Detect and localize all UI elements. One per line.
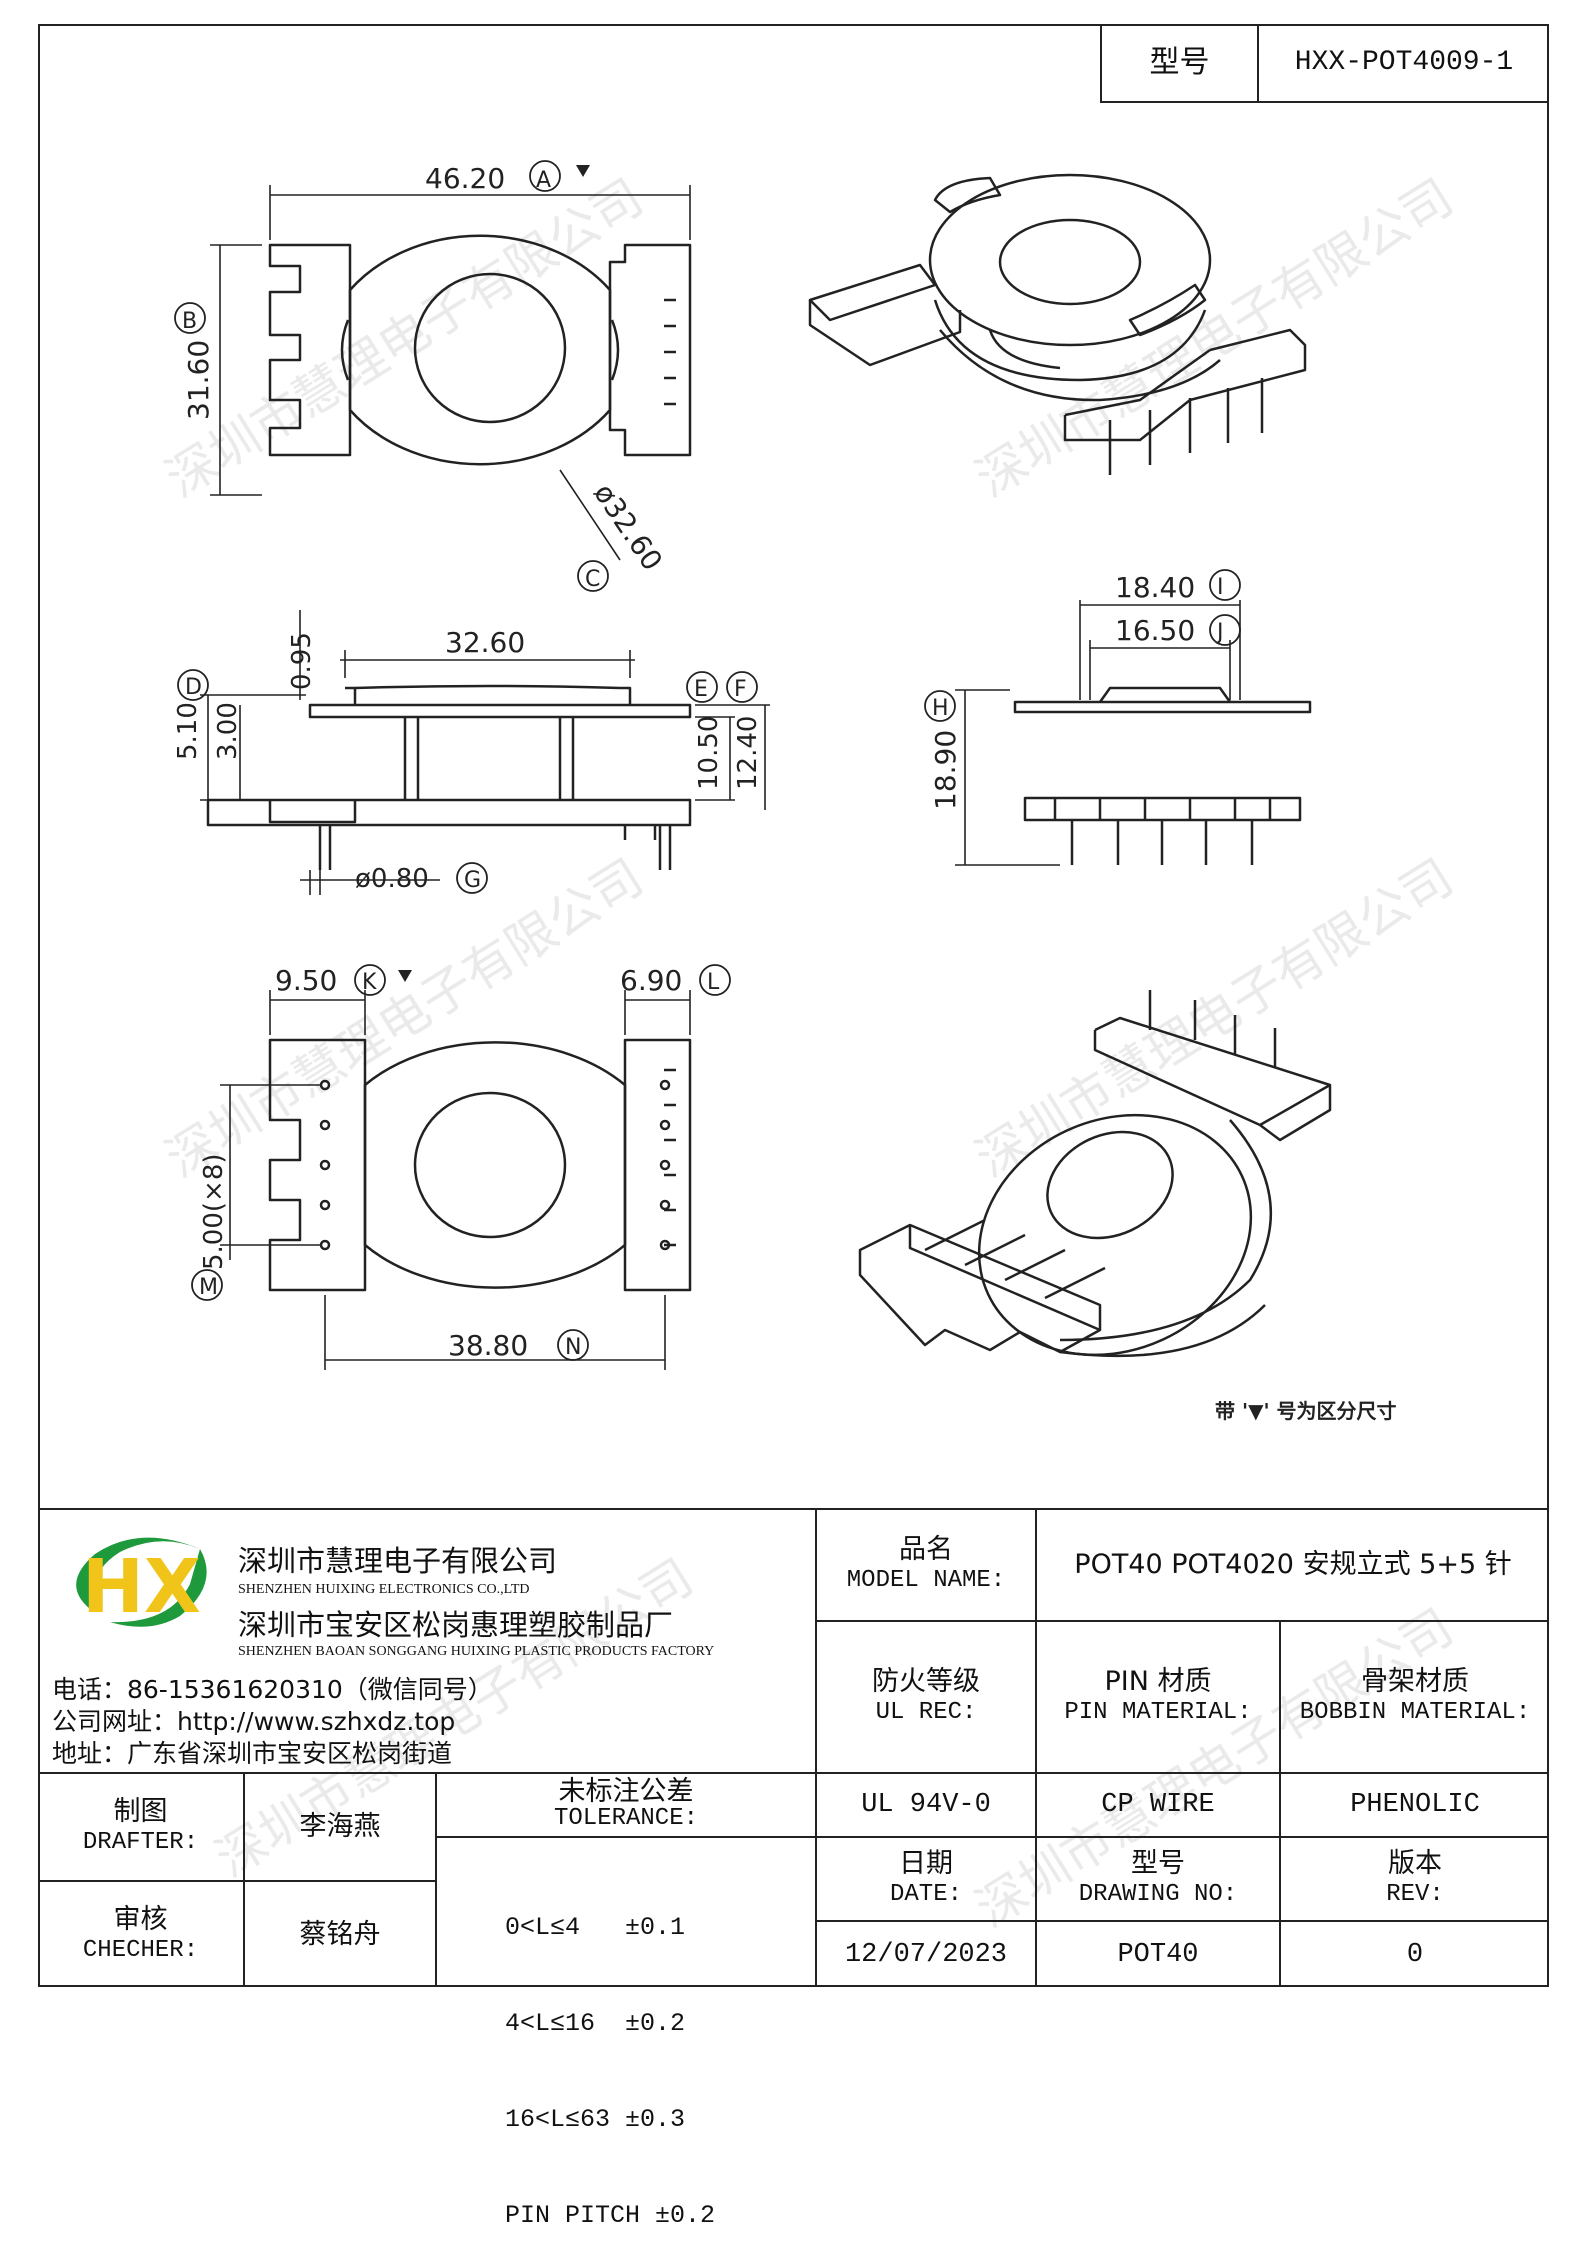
address: 地址：广东省深圳市宝安区松岗街道	[52, 1739, 453, 1768]
front-view: 18.40 16.50 I J 18.90 H	[924, 569, 1312, 866]
divider	[1035, 1508, 1037, 1987]
tolerance-line: PIN PITCH ±0.2	[505, 2201, 716, 2230]
divider	[815, 1920, 1549, 1922]
company-info: HX 深圳市慧理电子有限公司 SHENZHEN HUIXING ELECTRON…	[38, 1510, 815, 1774]
dim-f: 12.40	[733, 716, 763, 790]
bobbin-material-value: PHENOLIC	[1350, 1790, 1480, 1820]
rev-value: 0	[1406, 1939, 1424, 1970]
company-name-en: SHENZHEN HUIXING ELECTRONICS CO.,LTD	[238, 1582, 530, 1597]
divider	[38, 1772, 1549, 1774]
factory-name-cn: 深圳市宝安区松岗惠理塑胶制品厂	[238, 1608, 674, 1642]
company-name-cn: 深圳市慧理电子有限公司	[238, 1544, 558, 1578]
svg-text:C: C	[585, 567, 600, 592]
marker-triangle-icon	[398, 970, 412, 982]
svg-text:I: I	[1217, 575, 1224, 600]
tolerance-line: 0<L≤4 ±0.1	[505, 1913, 686, 1942]
website: 公司网址：http://www.szhxdz.top	[52, 1707, 456, 1736]
phone: 电话：86-15361620310（微信同号）	[52, 1675, 493, 1704]
tolerance-values: 0<L≤4 ±0.1 4<L≤16 ±0.2 16<L≤63 ±0.3 PIN …	[505, 1848, 715, 2264]
isometric-view-top	[808, 173, 1307, 475]
distinguishing-dimension-note: 带 '▼' 号为区分尺寸	[1215, 1399, 1397, 1423]
dim-d: 5.10	[173, 702, 203, 760]
model-name-value: POT40 POT4020 安规立式 5+5 针	[1074, 1549, 1512, 1580]
divider	[435, 1772, 437, 1987]
drawing-no-label: 型号 DRAWING NO:	[1078, 1848, 1238, 1908]
drawing-no-value: POT40	[1117, 1939, 1199, 1970]
dim-g: ø0.80	[355, 864, 429, 894]
divider	[815, 1508, 817, 1987]
svg-text:A: A	[536, 168, 551, 193]
pin-material-value: CP WIRE	[1101, 1790, 1215, 1820]
dim-a: 46.20	[425, 162, 505, 195]
checker-value: 蔡铭舟	[299, 1918, 381, 1950]
company-logo: HX	[76, 1537, 207, 1630]
date-label: 日期 DATE:	[889, 1848, 962, 1908]
drafter-label: 制图 DRAFTER:	[82, 1796, 199, 1856]
rev-label: 版本 REV:	[1386, 1848, 1444, 1908]
pin-material-label: PIN 材质 PIN MATERIAL:	[1064, 1666, 1252, 1726]
dim-b: 31.60	[182, 340, 215, 420]
bobbin-material-label: 骨架材质 BOBBIN MATERIAL:	[1299, 1666, 1531, 1726]
dim-j: 16.50	[1115, 614, 1195, 647]
dim-m: 5.00(×8)	[199, 1153, 229, 1270]
date-value: 12/07/2023	[844, 1939, 1008, 1970]
header-model-label: 型号	[1100, 24, 1257, 103]
svg-text:N: N	[565, 1335, 581, 1360]
svg-text:F: F	[734, 677, 747, 702]
technical-drawing: 46.20 A 31.60 B ø32.60 C	[173, 160, 1397, 1423]
drafter-value: 李海燕	[299, 1811, 381, 1842]
ul-rec-value: UL 94V-0	[861, 1790, 991, 1820]
dim-top-flange: 0.95	[287, 632, 317, 690]
isometric-view-bottom	[858, 990, 1332, 1358]
svg-text:H: H	[932, 696, 949, 721]
drawing-frame	[38, 24, 1549, 1987]
marker-triangle-icon	[576, 165, 590, 177]
tolerance-label: 未标注公差 TOLERANCE:	[553, 1776, 699, 1832]
dim-core: 32.60	[445, 626, 525, 659]
svg-text:L: L	[707, 970, 720, 995]
dim-d-inner: 3.00	[213, 702, 243, 760]
dim-e: 10.50	[694, 716, 724, 790]
side-view: 0.95 32.60 5.10 3.00 D 10.50 12.40 E F ø…	[173, 610, 770, 895]
svg-text:K: K	[362, 970, 377, 995]
svg-text:E: E	[694, 677, 708, 702]
tolerance-line: 4<L≤16 ±0.2	[505, 2009, 686, 2038]
divider	[435, 1836, 1549, 1838]
svg-text:M: M	[199, 1275, 218, 1300]
dim-k: 9.50	[275, 964, 337, 997]
ul-rec-label: 防火等级 UL REC:	[872, 1666, 980, 1726]
divider	[815, 1620, 1549, 1622]
tolerance-line: 16<L≤63 ±0.3	[505, 2105, 686, 2134]
dim-n: 38.80	[448, 1329, 528, 1362]
factory-name-en: SHENZHEN BAOAN SONGGANG HUIXING PLASTIC …	[238, 1644, 715, 1659]
svg-text:G: G	[464, 868, 481, 893]
checker-label: 审核 CHECHER:	[82, 1903, 199, 1964]
bottom-view: 9.50 K 6.90 L 5.00(×8) M 38.80 N	[191, 964, 731, 1370]
top-view: 46.20 A 31.60 B ø32.60 C	[174, 160, 692, 592]
logo-text: HX	[82, 1544, 201, 1630]
header-model-value: HXX-POT4009-1	[1257, 24, 1549, 103]
divider	[243, 1772, 245, 1987]
svg-text:J: J	[1215, 620, 1224, 645]
svg-text:D: D	[185, 675, 202, 700]
dim-l: 6.90	[620, 964, 682, 997]
svg-text:B: B	[182, 309, 197, 334]
model-name-label: 品名 MODEL NAME:	[846, 1534, 1006, 1594]
dim-i: 18.40	[1115, 571, 1195, 604]
title-block-top-line	[38, 1508, 1549, 1510]
dim-h: 18.90	[929, 730, 962, 810]
divider	[38, 1880, 435, 1882]
divider	[1279, 1620, 1281, 1987]
